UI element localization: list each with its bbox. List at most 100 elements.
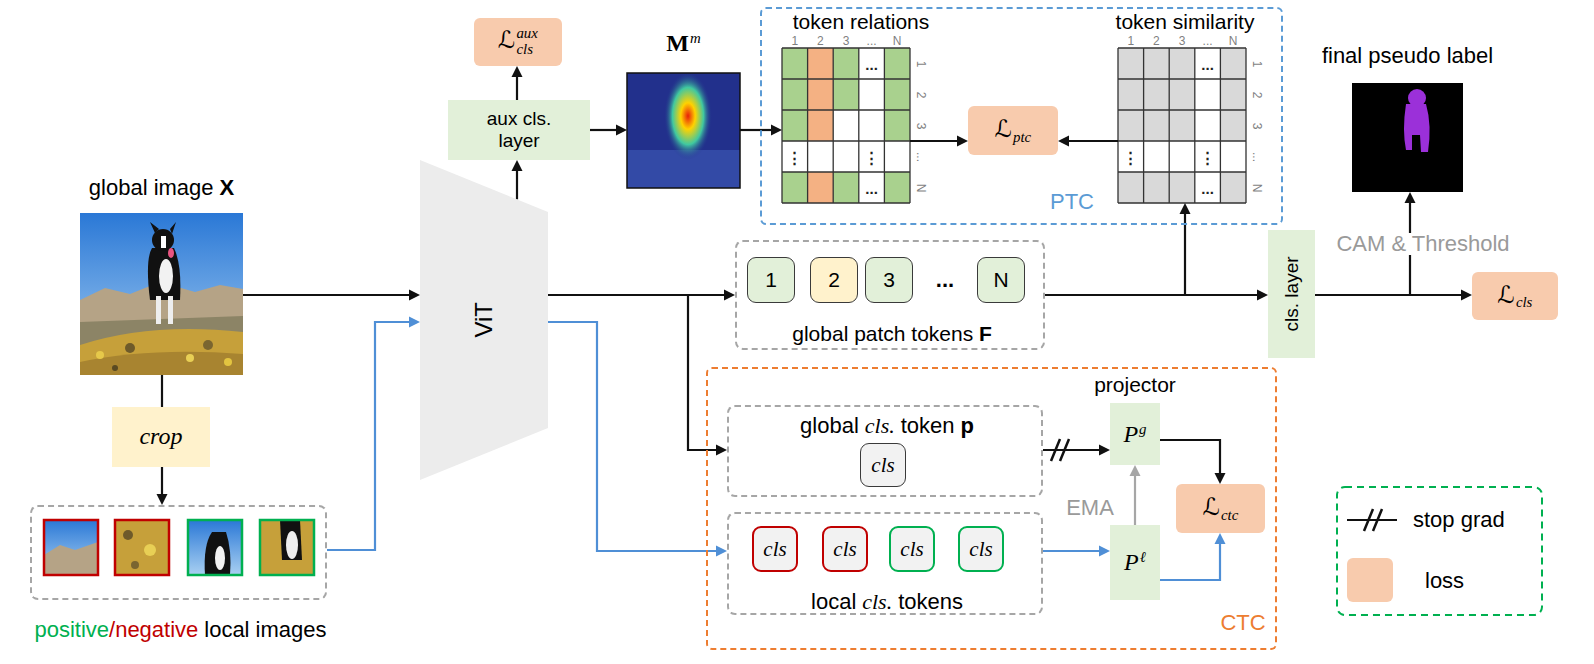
axis-index: N xyxy=(1229,35,1238,47)
label-text: tokens xyxy=(898,589,963,614)
image-group-box: positive/negativelocal images xyxy=(30,505,327,600)
rock xyxy=(112,365,118,371)
axis-index: N xyxy=(1251,183,1263,192)
label-text: X xyxy=(220,175,235,200)
axis-index: 3 xyxy=(915,122,927,129)
label-text: cls. xyxy=(865,413,895,438)
math-symbol: P xyxy=(1123,421,1138,447)
text-group: CTC xyxy=(1208,610,1278,635)
math-symbol: M xyxy=(666,30,689,56)
connector xyxy=(162,375,163,407)
connector xyxy=(910,136,968,147)
text-group: positive/negativelocal images xyxy=(2,617,359,642)
text-line: 1 xyxy=(765,268,777,292)
label-text: /negative xyxy=(109,617,198,642)
text-line: PTC xyxy=(1050,189,1094,214)
ellipsis: ⋮ xyxy=(1200,149,1215,164)
loss-box: ℒauxcls xyxy=(474,18,562,66)
mask-blob xyxy=(1404,104,1430,152)
connector xyxy=(1058,136,1118,147)
mask-panel: final pseudo label xyxy=(1352,83,1463,192)
token-box: cls xyxy=(752,526,798,572)
matrix-cell xyxy=(1118,141,1246,172)
axis-index: ... xyxy=(1203,35,1213,47)
arrowhead xyxy=(1215,473,1226,484)
projector-box: projectorPg xyxy=(1110,403,1160,465)
label-text: cls. layer xyxy=(1281,257,1302,332)
connector-line xyxy=(243,294,409,296)
text-line: crop xyxy=(139,423,182,451)
connector xyxy=(1043,546,1110,557)
crop-image xyxy=(44,542,98,575)
mask-ground xyxy=(1352,83,1463,192)
heatmap-panel: Mm xyxy=(627,73,740,188)
trapezoid-shape xyxy=(420,160,548,480)
axis-index: ... xyxy=(915,151,927,161)
text-group: cls. layer xyxy=(1268,230,1315,358)
subscript: ctc xyxy=(1221,507,1238,523)
connector-line xyxy=(740,129,771,131)
token-box: N xyxy=(977,257,1025,303)
token-box: 2 xyxy=(810,257,858,303)
heatmap-ground xyxy=(627,73,740,188)
axis-index: 2 xyxy=(915,91,927,98)
text-line: cls xyxy=(763,537,786,561)
stop-grad-mark xyxy=(1364,509,1382,531)
loss-box: ℒctc xyxy=(1176,484,1265,533)
crop-image xyxy=(260,520,314,575)
text-line: ℒctc xyxy=(1203,493,1239,524)
token-box: cls xyxy=(889,526,935,572)
process-box: crop xyxy=(112,407,210,467)
token-box: cls xyxy=(822,526,868,572)
token-box: 3 xyxy=(865,257,913,303)
arrowhead xyxy=(1461,290,1472,301)
loss-box: ℒptc xyxy=(968,106,1058,155)
text-line: CTC xyxy=(1220,610,1265,635)
superscript: ℓ xyxy=(1140,549,1146,565)
axis-index: N xyxy=(893,35,902,47)
matrix-lines xyxy=(1118,48,1246,203)
text-line: cls. layer xyxy=(1281,257,1303,332)
heatmap-border xyxy=(627,73,740,188)
connector-line xyxy=(548,295,716,450)
legend-swatch xyxy=(1347,558,1393,602)
arrowhead xyxy=(1405,192,1416,203)
local-crops xyxy=(44,520,314,575)
superscript: g xyxy=(1139,421,1146,437)
label-text: cls xyxy=(763,537,786,561)
matrix-cell xyxy=(782,48,910,203)
rock xyxy=(203,340,213,350)
text-group: 1 xyxy=(748,258,794,302)
arrowhead xyxy=(512,66,523,77)
rock xyxy=(96,351,104,359)
dog-part xyxy=(286,531,298,559)
text-line: ℒcls xyxy=(1498,281,1533,312)
relation-matrix xyxy=(782,48,910,203)
legend-line-sample xyxy=(1347,519,1397,521)
ellipsis: ⋮ xyxy=(787,149,802,164)
legend xyxy=(1337,487,1542,615)
token-group-box: globalcls.tokenpcls xyxy=(727,405,1043,497)
token-group-box: global patch tokensF123N xyxy=(735,240,1045,350)
text-group: Pg xyxy=(1110,403,1160,465)
text-group: ℒcls xyxy=(1472,272,1558,320)
matrix-cell xyxy=(808,48,834,203)
script-stack: auxcls xyxy=(516,26,537,57)
connector-line xyxy=(590,129,616,131)
connector-line xyxy=(1134,476,1136,525)
ellipsis: ... xyxy=(936,269,954,291)
text-group: ℒctc xyxy=(1176,484,1265,533)
negative-border xyxy=(115,520,169,575)
math-symbol: ℒ xyxy=(1498,281,1515,309)
dog-part xyxy=(205,532,231,575)
text-line: ℒptc xyxy=(995,115,1031,146)
arrowhead xyxy=(716,445,727,456)
text-line: 3 xyxy=(883,268,895,292)
connector xyxy=(157,467,168,505)
ellipsis: ... xyxy=(1201,180,1214,195)
math-symbol: ℒ xyxy=(995,115,1012,143)
subscript: cls xyxy=(1516,294,1533,310)
text-line: localcls.tokens xyxy=(811,589,963,614)
module-region: CTC globalcls.tokenpcls localcls.tokens cls… xyxy=(706,367,1277,650)
